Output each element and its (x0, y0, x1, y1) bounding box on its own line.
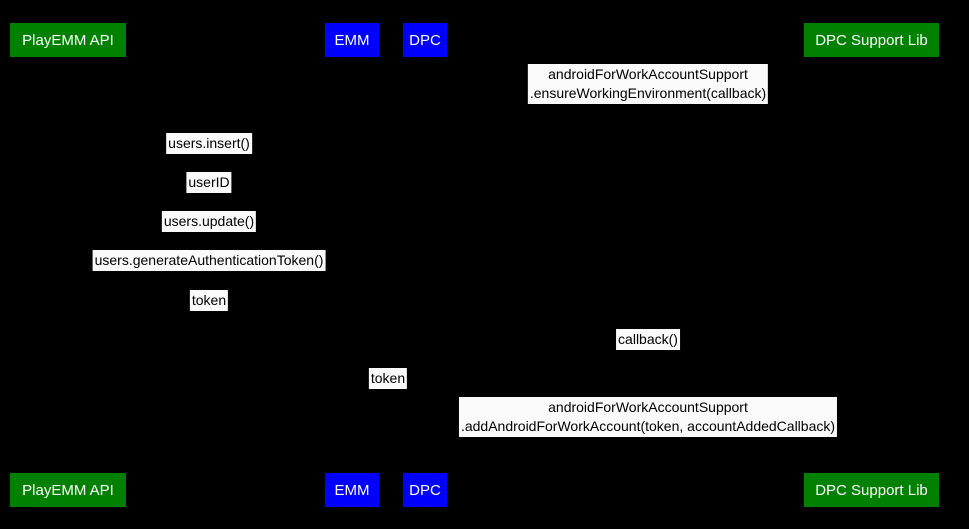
message-callback: callback() (616, 329, 680, 350)
actor-label: DPC (409, 31, 441, 49)
actor-playemm-api-bottom[interactable]: PlayEMM API (10, 473, 126, 507)
lifeline-dpc (424, 57, 425, 473)
message-users-insert: users.insert() (166, 133, 252, 154)
message-ensure-working-environment: androidForWorkAccountSupport .ensureWork… (527, 64, 769, 104)
actor-dpc-support-lib-top[interactable]: DPC Support Lib (804, 23, 939, 57)
actor-label: DPC (409, 481, 441, 499)
actor-label: EMM (334, 481, 370, 499)
actor-dpc-support-lib-bottom[interactable]: DPC Support Lib (804, 473, 939, 507)
lifeline-dpc-support-lib (871, 57, 872, 473)
lifeline-emm (351, 57, 352, 473)
actor-label: DPC Support Lib (815, 31, 928, 49)
actor-emm-top[interactable]: EMM (325, 23, 379, 57)
actor-emm-bottom[interactable]: EMM (325, 473, 379, 507)
actor-playemm-api-top[interactable]: PlayEMM API (10, 23, 126, 57)
actor-label: PlayEMM API (22, 31, 114, 49)
actor-label: EMM (334, 31, 370, 49)
actor-label: DPC Support Lib (815, 481, 928, 499)
message-users-update: users.update() (161, 211, 257, 232)
message-token-to-dpc: token (368, 368, 408, 389)
actor-dpc-bottom[interactable]: DPC (403, 473, 447, 507)
actor-dpc-top[interactable]: DPC (403, 23, 447, 57)
actor-label: PlayEMM API (22, 481, 114, 499)
message-user-id: userID (186, 172, 232, 193)
message-generate-authentication-token: users.generateAuthenticationToken() (92, 250, 326, 271)
message-add-android-for-work-account: androidForWorkAccountSupport .addAndroid… (458, 397, 838, 437)
message-token-to-emm: token (189, 290, 229, 311)
lifeline-playemm (68, 57, 69, 473)
